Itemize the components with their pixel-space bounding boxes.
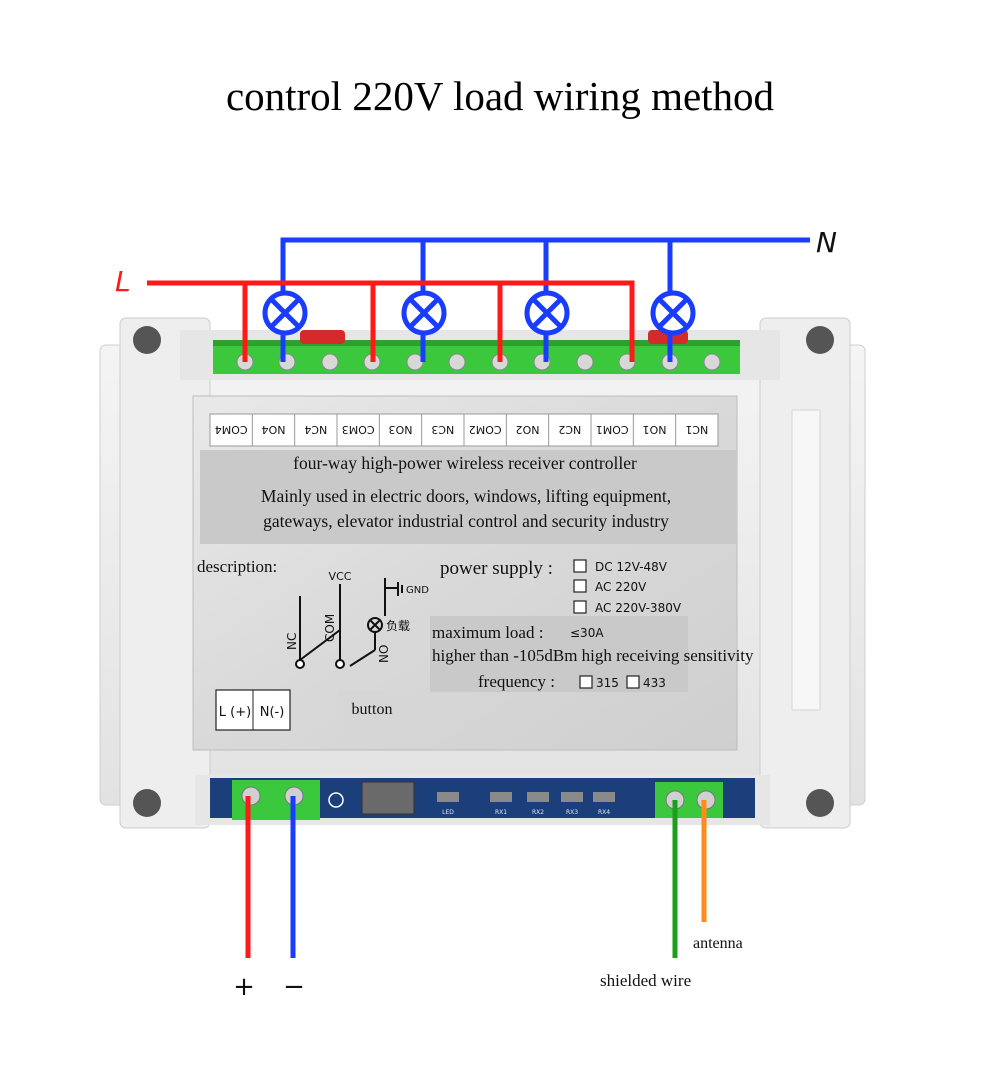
frequency-label: frequency : [478,672,555,691]
mount-hole [806,326,834,354]
terminal-label: COM1 [596,423,629,436]
terminal-label: NC3 [431,423,454,436]
nc-label: NC [285,633,299,650]
sensitivity-text: higher than -105dBm high receiving sensi… [432,646,754,665]
mount-hole [133,326,161,354]
pcb-led-label: RX4 [598,809,610,816]
max-load-value: ≤30A [570,626,604,640]
shielded-wire-label: shielded wire [600,971,691,990]
load-label: 负载 [386,619,410,633]
max-load-label: maximum load : [432,623,543,642]
terminal-label: COM4 [215,423,248,436]
mount-hole [806,789,834,817]
relay-schematic [295,578,403,669]
label-panel [192,395,738,751]
lamp-icon [524,290,570,336]
terminal-label: NC4 [304,423,327,436]
usage-line: Mainly used in electric doors, windows, … [261,486,671,506]
pcb-led-label: RX2 [532,809,544,816]
line-label: L [115,265,131,298]
terminal-label: NO2 [516,423,540,436]
terminal-label: NC2 [558,423,581,436]
power-supply-label: power supply : [440,558,553,579]
description-label: description: [197,557,277,576]
terminal-label: NC1 [685,423,708,436]
checkbox-icon [626,675,640,689]
power-terminal-label: L (+) [219,705,251,720]
bottom-wires [245,796,707,958]
lamp-icon [650,290,696,336]
frequency-option: 433 [643,676,666,690]
lamp-icon [401,290,447,336]
terminal-label: NO3 [389,423,413,436]
button-label: button [352,701,393,718]
power-terminal-label: N(-) [260,705,285,720]
power-option: DC 12V-48V [595,560,668,574]
lamp-loads [262,290,696,336]
terminal-label: COM2 [469,423,502,436]
checkbox-icon [573,559,587,573]
terminal-label: NO1 [643,423,667,436]
gnd-label: GND [406,585,429,596]
frequency-option: 315 [596,676,619,690]
vcc-label: VCC [329,570,352,583]
power-option: AC 220V-380V [595,601,682,615]
pcb-led-label: RX1 [495,809,507,816]
line-wire [147,280,635,362]
power-option: AC 220V [595,580,647,594]
checkbox-icon [573,600,587,614]
lamp-icon [262,290,308,336]
diagram-title: control 220V load wiring method [225,73,775,119]
pcb-led-label: LED [442,809,454,816]
com-label: COM [323,614,337,642]
pcb-led-label: RX3 [566,809,578,816]
mount-hole [133,789,161,817]
antenna-label: antenna [693,935,743,952]
neutral-label: N [816,226,837,259]
minus-label: − [283,972,305,1002]
checkbox-icon [573,579,587,593]
panel-heading: four-way high-power wireless receiver co… [293,453,637,473]
terminal-label: COM3 [342,423,375,436]
checkbox-icon [579,675,593,689]
usage-line: gateways, elevator industrial control an… [263,511,669,531]
terminal-label: NO4 [262,423,286,436]
no-label: NO [377,645,391,663]
plus-label: + [233,972,255,1002]
